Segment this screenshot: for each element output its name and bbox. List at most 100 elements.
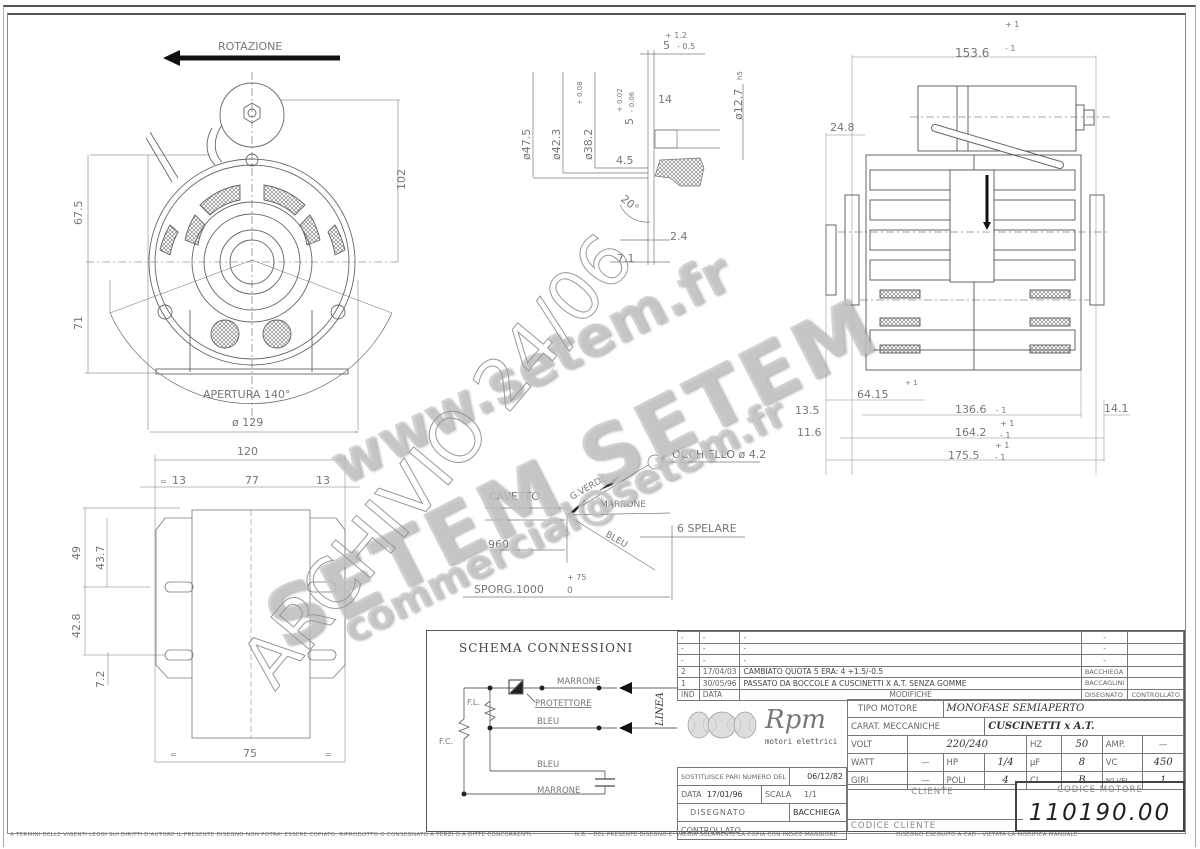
- dim-67-5: 67.5: [72, 201, 85, 226]
- dim-49: 49: [70, 546, 83, 560]
- replaces-label: SOSTITUISCE PARI NUMERO DEL: [677, 767, 790, 786]
- strip-label: 6 SPELARE: [677, 522, 737, 535]
- vc-value: 450: [1142, 753, 1184, 772]
- dim-24-8: 24.8: [830, 121, 855, 134]
- class-value: B: [1061, 771, 1103, 790]
- uf-value: 8: [1061, 753, 1103, 772]
- drawn-by-value: BACCHIEGA: [788, 803, 848, 822]
- cable-label: CAVETTO: [489, 490, 540, 503]
- volt-value: 220/240: [907, 735, 1027, 754]
- amp-value: —: [1142, 735, 1184, 754]
- dim-164-2: 164.2: [955, 426, 987, 439]
- motor-code-value: 110190.00: [1028, 800, 1172, 826]
- dia-12-7: ø12.7: [732, 89, 745, 120]
- dim-13-left: 13: [172, 474, 186, 487]
- sporg-label: SPORG.1000: [474, 583, 544, 596]
- watt-value: —: [907, 753, 944, 772]
- angle-20: 20°: [618, 192, 641, 214]
- line-label: LINEA: [655, 692, 666, 727]
- dim-5b: 5: [623, 118, 636, 125]
- logo-rollers-icon: [687, 711, 757, 739]
- date-value: 17/01/96: [706, 790, 743, 799]
- dim-153-6: 153.6: [955, 46, 989, 60]
- dim-13-5: 13.5: [795, 404, 820, 417]
- svg-text:=: =: [170, 750, 177, 759]
- validity-note: N.B. - DEL PRESENTE DISEGNO E' VALIDA SO…: [574, 832, 840, 838]
- dim-64-15: 64.15: [857, 388, 889, 401]
- dim-7-1: 7.1: [617, 252, 635, 265]
- motor-type-label: TIPO MOTORE: [847, 699, 944, 718]
- dim-77: 77: [245, 474, 259, 487]
- wiring-schematic: MARRONE PROTETTORE BLEU BLEU MARRONE F.L…: [439, 677, 677, 797]
- dim-14-1: 14.1: [1104, 402, 1129, 415]
- dim-175-5: 175.5: [948, 449, 980, 462]
- svg-text:=: =: [160, 477, 167, 486]
- svg-text:+ 1: + 1: [1000, 419, 1014, 428]
- dim-120: 120: [237, 445, 258, 458]
- svg-text:- 1: - 1: [995, 453, 1006, 462]
- scale-value: 1/1: [803, 790, 817, 799]
- motor-code-box: CODICE MOTORE 110190.00: [1015, 781, 1185, 832]
- dim-11-6: 11.6: [797, 426, 822, 439]
- fc-label: F.C.: [439, 737, 453, 746]
- dim-14: 14: [658, 93, 672, 106]
- dim-960: 960: [488, 538, 509, 551]
- dim-136-6: 136.6: [955, 403, 987, 416]
- base-view: [83, 455, 360, 763]
- hz-value: 50: [1061, 735, 1103, 754]
- drawing-outer-frame: [3, 5, 1196, 847]
- svg-text:=: =: [325, 750, 332, 759]
- svg-text:+ 0.02: + 0.02: [616, 88, 624, 112]
- aperture-label: APERTURA 140°: [203, 388, 290, 401]
- svg-text:- 0.5: - 0.5: [677, 42, 695, 51]
- dia-42-3: ø42.3: [550, 129, 563, 160]
- admin-table: SOSTITUISCE PARI NUMERO DEL 06/12/82 DAT…: [677, 767, 848, 840]
- dim-43-7: 43.7: [94, 546, 107, 571]
- copyright-notice: A TERMINI DELLE VIGENTI LEGGI SUI DIRITT…: [10, 832, 533, 838]
- revision-row: ----: [677, 654, 1184, 667]
- schema-brown-top: MARRONE: [557, 677, 600, 687]
- hp-value: 1/4: [984, 753, 1027, 772]
- brown-wire-label: MARRONE: [600, 500, 646, 510]
- front-view: [85, 50, 400, 432]
- revision-row: ----: [677, 631, 1184, 644]
- cad-note: DISEGNO ESEGUITO A CAD - VIETATA LA MODI…: [896, 832, 1078, 838]
- fl-label: F.L.: [467, 698, 480, 707]
- svg-text:+ 1: + 1: [1005, 20, 1019, 29]
- mechanical-label: CARAT. MECCANICHE: [846, 717, 986, 736]
- client-box: CLIENTE CODICE CLIENTE: [847, 784, 1023, 831]
- dia-38-2: ø38.2: [582, 129, 595, 160]
- motor-type-value: MONOFASE SEMIAPERTO: [942, 699, 1185, 718]
- svg-text:- 1: - 1: [1005, 44, 1016, 53]
- svg-text:+ 1.2: + 1.2: [665, 31, 687, 40]
- svg-text:+ 75: + 75: [567, 573, 586, 582]
- svg-text:- 1: - 1: [996, 406, 1007, 415]
- svg-text:+ 1: + 1: [995, 441, 1009, 450]
- logo-subtitle: motori elettrici: [765, 737, 838, 746]
- dim-75: 75: [243, 747, 257, 760]
- rpm-logo: Rpm motori elettrici: [677, 700, 847, 768]
- revision-row: ----: [677, 642, 1184, 655]
- mechanical-value: CUSCINETTI x A.T.: [984, 717, 1184, 736]
- svg-text:+ 0.08: + 0.08: [576, 81, 584, 105]
- blue-wire-label: BLEU: [604, 530, 629, 550]
- diameter-129: ø 129: [232, 416, 263, 429]
- giri-value: —: [907, 771, 944, 790]
- svg-text:0: 0: [567, 586, 573, 596]
- shaft-detail: [532, 50, 744, 265]
- replaces-value: 06/12/82: [788, 767, 848, 786]
- schema-brown-low: MARRONE: [537, 786, 580, 796]
- dim-13-right: 13: [316, 474, 330, 487]
- svg-text:h5: h5: [736, 71, 744, 80]
- schema-blue-low: BLEU: [537, 760, 559, 770]
- logo-brand: Rpm: [765, 705, 826, 735]
- cable-detail: [463, 454, 760, 600]
- title-block: SCHEMA CONNESSIONI: [426, 630, 1185, 840]
- motor-specs-table: TIPO MOTORE MONOFASE SEMIAPERTO CARAT. M…: [846, 699, 1185, 790]
- protector-label: PROTETTORE: [535, 699, 592, 709]
- footer-notice: A TERMINI DELLE VIGENTI LEGGI SUI DIRITT…: [10, 832, 1185, 838]
- dim-42-8: 42.8: [70, 614, 83, 639]
